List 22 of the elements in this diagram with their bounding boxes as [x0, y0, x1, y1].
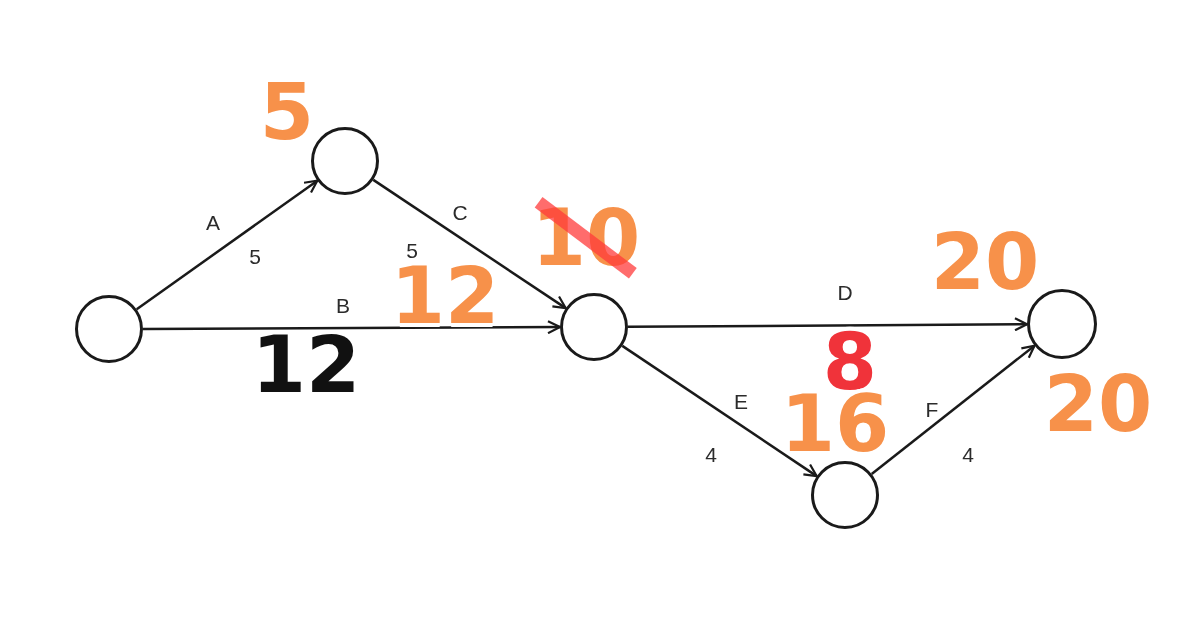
activity-letter: D — [837, 281, 853, 303]
event-time: 20 — [1043, 372, 1153, 436]
event-time: 16 — [780, 392, 890, 456]
activity-letter: F — [925, 398, 939, 420]
event-time: 20 — [930, 230, 1040, 294]
activity-duration: 4 — [705, 443, 717, 465]
activity-duration: 5 — [249, 245, 261, 267]
activity-arrow — [621, 344, 818, 478]
activity-duration: 4 — [962, 443, 974, 465]
activity-letter: C — [452, 201, 468, 223]
activity-letter: A — [206, 211, 220, 233]
activity-letter: E — [734, 390, 748, 412]
activity-arrow — [372, 178, 567, 310]
activity-arrow — [628, 317, 1029, 332]
activity-duration: 5 — [406, 239, 418, 261]
activity-letter: B — [336, 294, 350, 316]
activity-arrow — [870, 344, 1036, 475]
event-time: 12 — [390, 264, 500, 328]
event-time: 5 — [259, 80, 315, 144]
activity-duration: 12 — [251, 333, 361, 397]
activity-arrow — [135, 179, 319, 311]
activity-arrow — [143, 320, 562, 335]
